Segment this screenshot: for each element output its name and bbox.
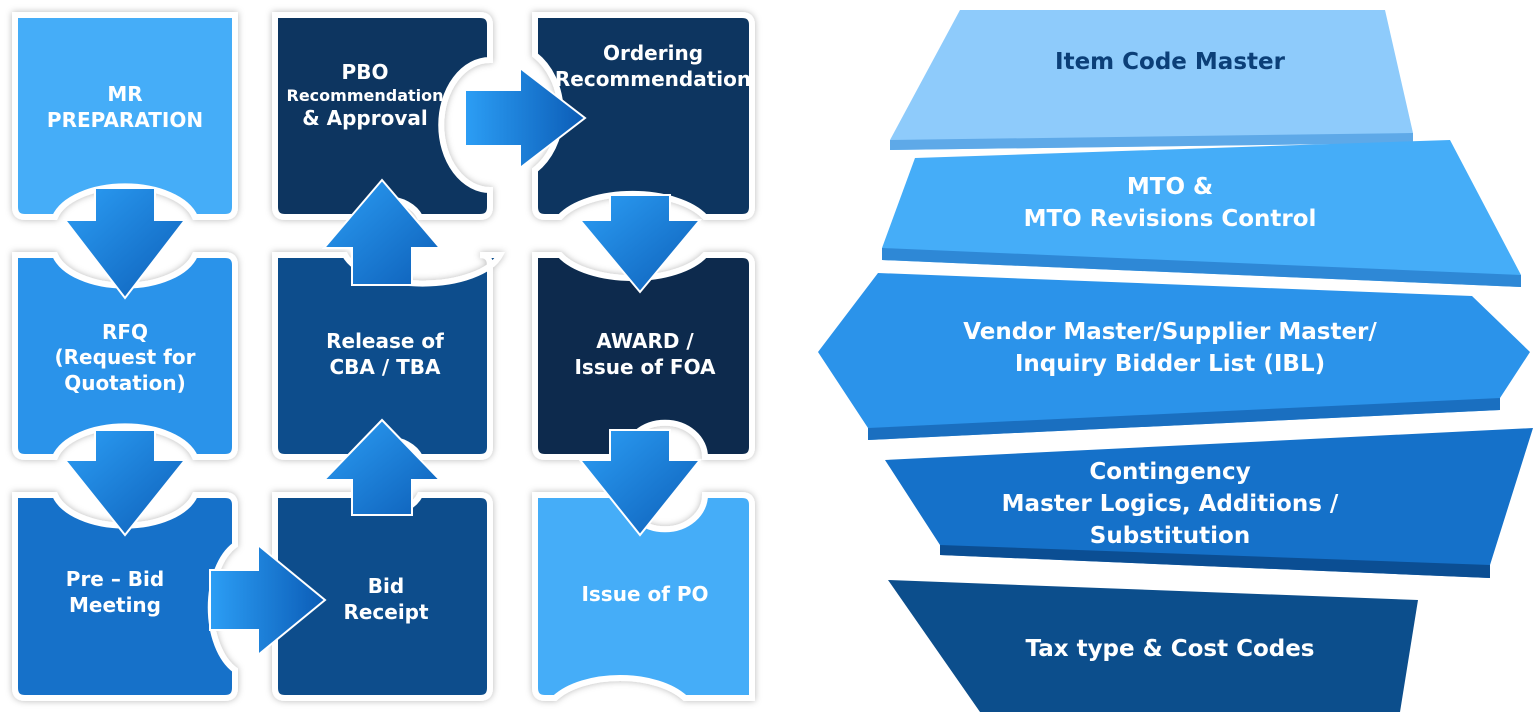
arrow-up-2 bbox=[321, 178, 443, 286]
step-label-release-cba-tba: Release of CBA / TBA bbox=[326, 329, 444, 379]
band-item-code-master bbox=[890, 10, 1413, 150]
master-label-mto: MTO & MTO Revisions Control bbox=[1023, 174, 1317, 232]
band-vendor-master bbox=[818, 273, 1530, 440]
arrow-down-2 bbox=[62, 429, 188, 537]
step-label-rfq: RFQ (Request for Quotation) bbox=[54, 319, 196, 395]
step-label-mr-preparation: MR PREPARATION bbox=[46, 81, 204, 132]
band-contingency bbox=[885, 428, 1533, 578]
band-mto bbox=[882, 140, 1521, 287]
step-label-award-issue-foa: AWARD / Issue of FOA bbox=[574, 329, 716, 379]
arrow-up-1 bbox=[321, 418, 443, 516]
master-label-contingency: Contingency Master Logics, Additions / S… bbox=[1001, 459, 1339, 549]
step-label-issue-of-po: Issue of PO bbox=[581, 582, 709, 607]
step-label-pre-bid-meeting: Pre – Bid Meeting bbox=[65, 566, 165, 617]
master-label-vendor: Vendor Master/Supplier Master/ Inquiry B… bbox=[963, 319, 1377, 377]
step-label-ordering-recommendation: Ordering Recommendation bbox=[554, 41, 752, 91]
arrow-down-3 bbox=[577, 194, 703, 294]
arrow-right-2 bbox=[464, 65, 587, 171]
step-label-pbo-recommendation: PBO Recommendation & Approval bbox=[286, 60, 444, 131]
arrow-down-1 bbox=[62, 187, 188, 300]
band-tax-cost-codes bbox=[888, 580, 1418, 712]
tile-mr-preparation bbox=[12, 12, 238, 220]
step-label-bid-receipt: Bid Receipt bbox=[343, 574, 429, 624]
tile-issue-of-po bbox=[532, 492, 755, 701]
master-label-tax-cost-codes: Tax type & Cost Codes bbox=[1025, 636, 1315, 663]
arrow-down-4 bbox=[577, 429, 703, 537]
master-label-item-code: Item Code Master bbox=[1055, 49, 1285, 76]
arrow-right-1 bbox=[209, 542, 327, 658]
